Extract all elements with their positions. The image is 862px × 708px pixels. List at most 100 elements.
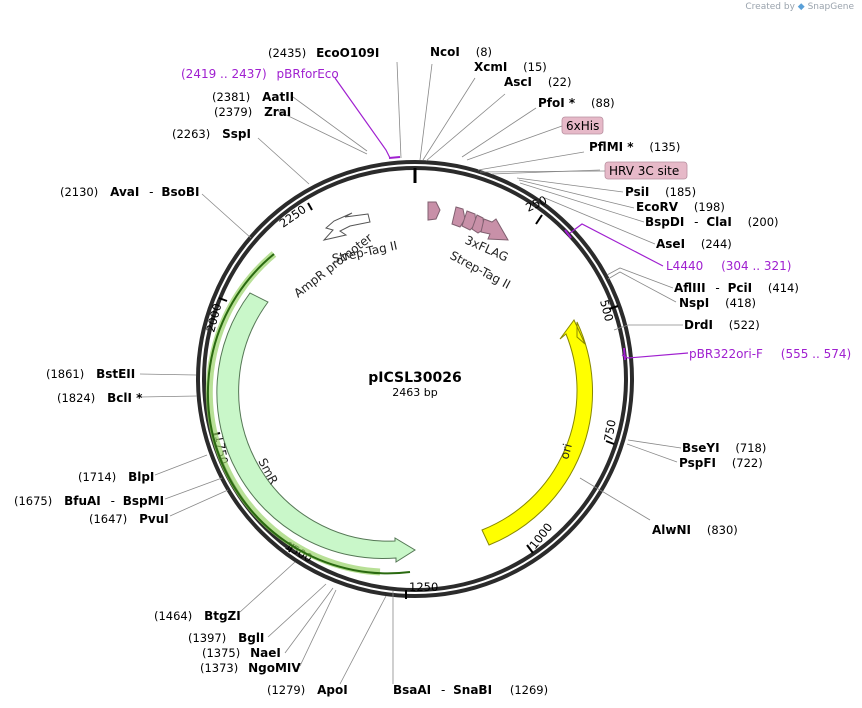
enzyme-name: SspI bbox=[222, 127, 251, 141]
connector-line bbox=[164, 477, 223, 500]
enzyme-position: (2379) bbox=[214, 105, 252, 119]
enzyme-asci: AscI (22) bbox=[504, 75, 571, 89]
enzyme-pfoi: PfoI * (88) bbox=[538, 96, 615, 110]
tick-mark bbox=[526, 544, 534, 554]
connector-line bbox=[267, 583, 327, 638]
enzyme-position: (22) bbox=[548, 75, 572, 89]
enzyme-position: (1824) bbox=[57, 391, 95, 405]
strep-tag-1-arrow bbox=[427, 201, 441, 221]
connector-line bbox=[422, 77, 476, 161]
connector-line bbox=[613, 324, 683, 331]
enzyme-pspfi: PspFI (722) bbox=[679, 456, 763, 470]
enzyme-pflmi: PflMI * (135) bbox=[589, 140, 680, 154]
enzyme-name: NcoI bbox=[430, 45, 460, 59]
enzyme-alt-name: BspMI bbox=[123, 494, 164, 508]
enzyme-separator: - bbox=[441, 683, 445, 697]
enzyme-name: EcoO109I bbox=[316, 46, 379, 60]
enzyme-position: (200) bbox=[748, 215, 779, 229]
connector-line bbox=[519, 182, 645, 223]
enzyme-position: (830) bbox=[707, 523, 738, 537]
enzyme-separator: - bbox=[715, 281, 719, 295]
enzyme-name: DrdI bbox=[684, 318, 713, 332]
connector-line bbox=[518, 179, 635, 209]
enzyme-sspi: (2263) SspI bbox=[172, 127, 251, 141]
enzyme-name: AlwNI bbox=[652, 523, 691, 537]
enzyme-name: AscI bbox=[504, 75, 532, 89]
connector-line bbox=[154, 454, 208, 476]
flag-arrow-3 bbox=[480, 218, 509, 241]
enzyme-name: BfuAI bbox=[64, 494, 101, 508]
enzyme-name: BglI bbox=[238, 631, 264, 645]
connector-line bbox=[396, 61, 402, 159]
enzyme-separator: - bbox=[111, 494, 115, 508]
enzyme-separator: - bbox=[149, 185, 153, 199]
connector-line bbox=[292, 96, 368, 152]
enzyme-position: (2381) bbox=[212, 90, 250, 104]
primer-pbr322ori-f: pBR322ori-F (555 .. 574) bbox=[689, 347, 851, 361]
enzyme-position: (1675) bbox=[14, 494, 52, 508]
enzyme-name: AflIII bbox=[674, 281, 706, 295]
snapgene-credit: Created by ◆ SnapGene bbox=[745, 2, 854, 12]
enzyme-ncoi: NcoI (8) bbox=[430, 45, 492, 59]
tick-label: 750 bbox=[601, 418, 619, 442]
enzyme-bseyi: BseYI (718) bbox=[682, 441, 766, 455]
primer-name: L4440 bbox=[666, 259, 703, 273]
enzyme-ecorv: EcoRV (198) bbox=[636, 200, 725, 214]
connector-line bbox=[579, 477, 651, 521]
connector-line bbox=[606, 267, 674, 289]
enzyme-position: (414) bbox=[768, 281, 799, 295]
enzyme-alt-name: PciI bbox=[728, 281, 753, 295]
enzyme-position: (198) bbox=[694, 200, 725, 214]
enzyme-position: (1647) bbox=[89, 512, 127, 526]
tick-label: 500 bbox=[597, 298, 616, 323]
enzyme-name: NaeI bbox=[250, 646, 281, 660]
enzyme-name: BtgZI bbox=[204, 609, 241, 623]
enzyme-pvui: (1647) PvuI bbox=[89, 512, 169, 526]
connector-line bbox=[139, 373, 197, 376]
connector-line bbox=[201, 193, 252, 239]
credit-brand: SnapGene bbox=[807, 2, 854, 12]
enzyme-bsteii: (1861) BstEII bbox=[46, 367, 135, 381]
enzyme-name: ZraI bbox=[264, 105, 291, 119]
primer-name: pBR322ori-F bbox=[689, 347, 763, 361]
enzyme-name: AatII bbox=[262, 90, 294, 104]
plasmid-name: pICSL30026 bbox=[368, 370, 461, 386]
primer-connector bbox=[569, 223, 664, 267]
hrv-3c-label: HRV 3C site bbox=[609, 164, 679, 178]
connector-line bbox=[339, 595, 387, 685]
backbone-outer-ring bbox=[196, 160, 634, 598]
connector-line bbox=[139, 395, 198, 398]
connector-line bbox=[491, 169, 601, 175]
enzyme-position: (135) bbox=[649, 140, 680, 154]
enzyme-avai-bsobi: (2130) AvaI - BsoBI bbox=[60, 185, 199, 199]
enzyme-name: PflMI * bbox=[589, 140, 634, 154]
enzyme-position: (1375) bbox=[202, 646, 240, 660]
snapgene-logo-icon: ◆ bbox=[797, 2, 805, 12]
primer-mark bbox=[388, 156, 401, 159]
enzyme-nspi: NspI (418) bbox=[679, 296, 756, 310]
connector-line bbox=[461, 107, 537, 158]
enzyme-position: (1397) bbox=[188, 631, 226, 645]
ori-label: ori bbox=[557, 442, 575, 461]
smr-arrow bbox=[216, 292, 416, 563]
connector-line bbox=[284, 587, 334, 654]
his-tag-label: 6xHis bbox=[566, 119, 599, 133]
enzyme-apoi: (1279) ApoI bbox=[267, 683, 348, 697]
enzyme-position: (1861) bbox=[46, 367, 84, 381]
enzyme-afliii-pcii: AflIII - PciI (414) bbox=[674, 281, 799, 295]
primer-name: pBRforEco bbox=[277, 67, 339, 81]
enzyme-position: (1714) bbox=[78, 470, 116, 484]
enzyme-bfuai-bspmi: (1675) BfuAI - BspMI bbox=[14, 494, 164, 508]
connector-line bbox=[425, 93, 506, 162]
enzyme-position: (1373) bbox=[200, 661, 238, 675]
primer-range: (304 .. 321) bbox=[721, 259, 791, 273]
enzyme-bcli: (1824) BclI * bbox=[57, 391, 143, 405]
connector-line bbox=[277, 110, 368, 155]
enzyme-name: ApoI bbox=[317, 683, 348, 697]
primer-mark bbox=[564, 229, 572, 239]
enzyme-name: BsaAI bbox=[393, 683, 431, 697]
enzyme-separator: - bbox=[694, 215, 698, 229]
connector-line bbox=[626, 443, 678, 463]
enzyme-name: AseI bbox=[656, 237, 685, 251]
